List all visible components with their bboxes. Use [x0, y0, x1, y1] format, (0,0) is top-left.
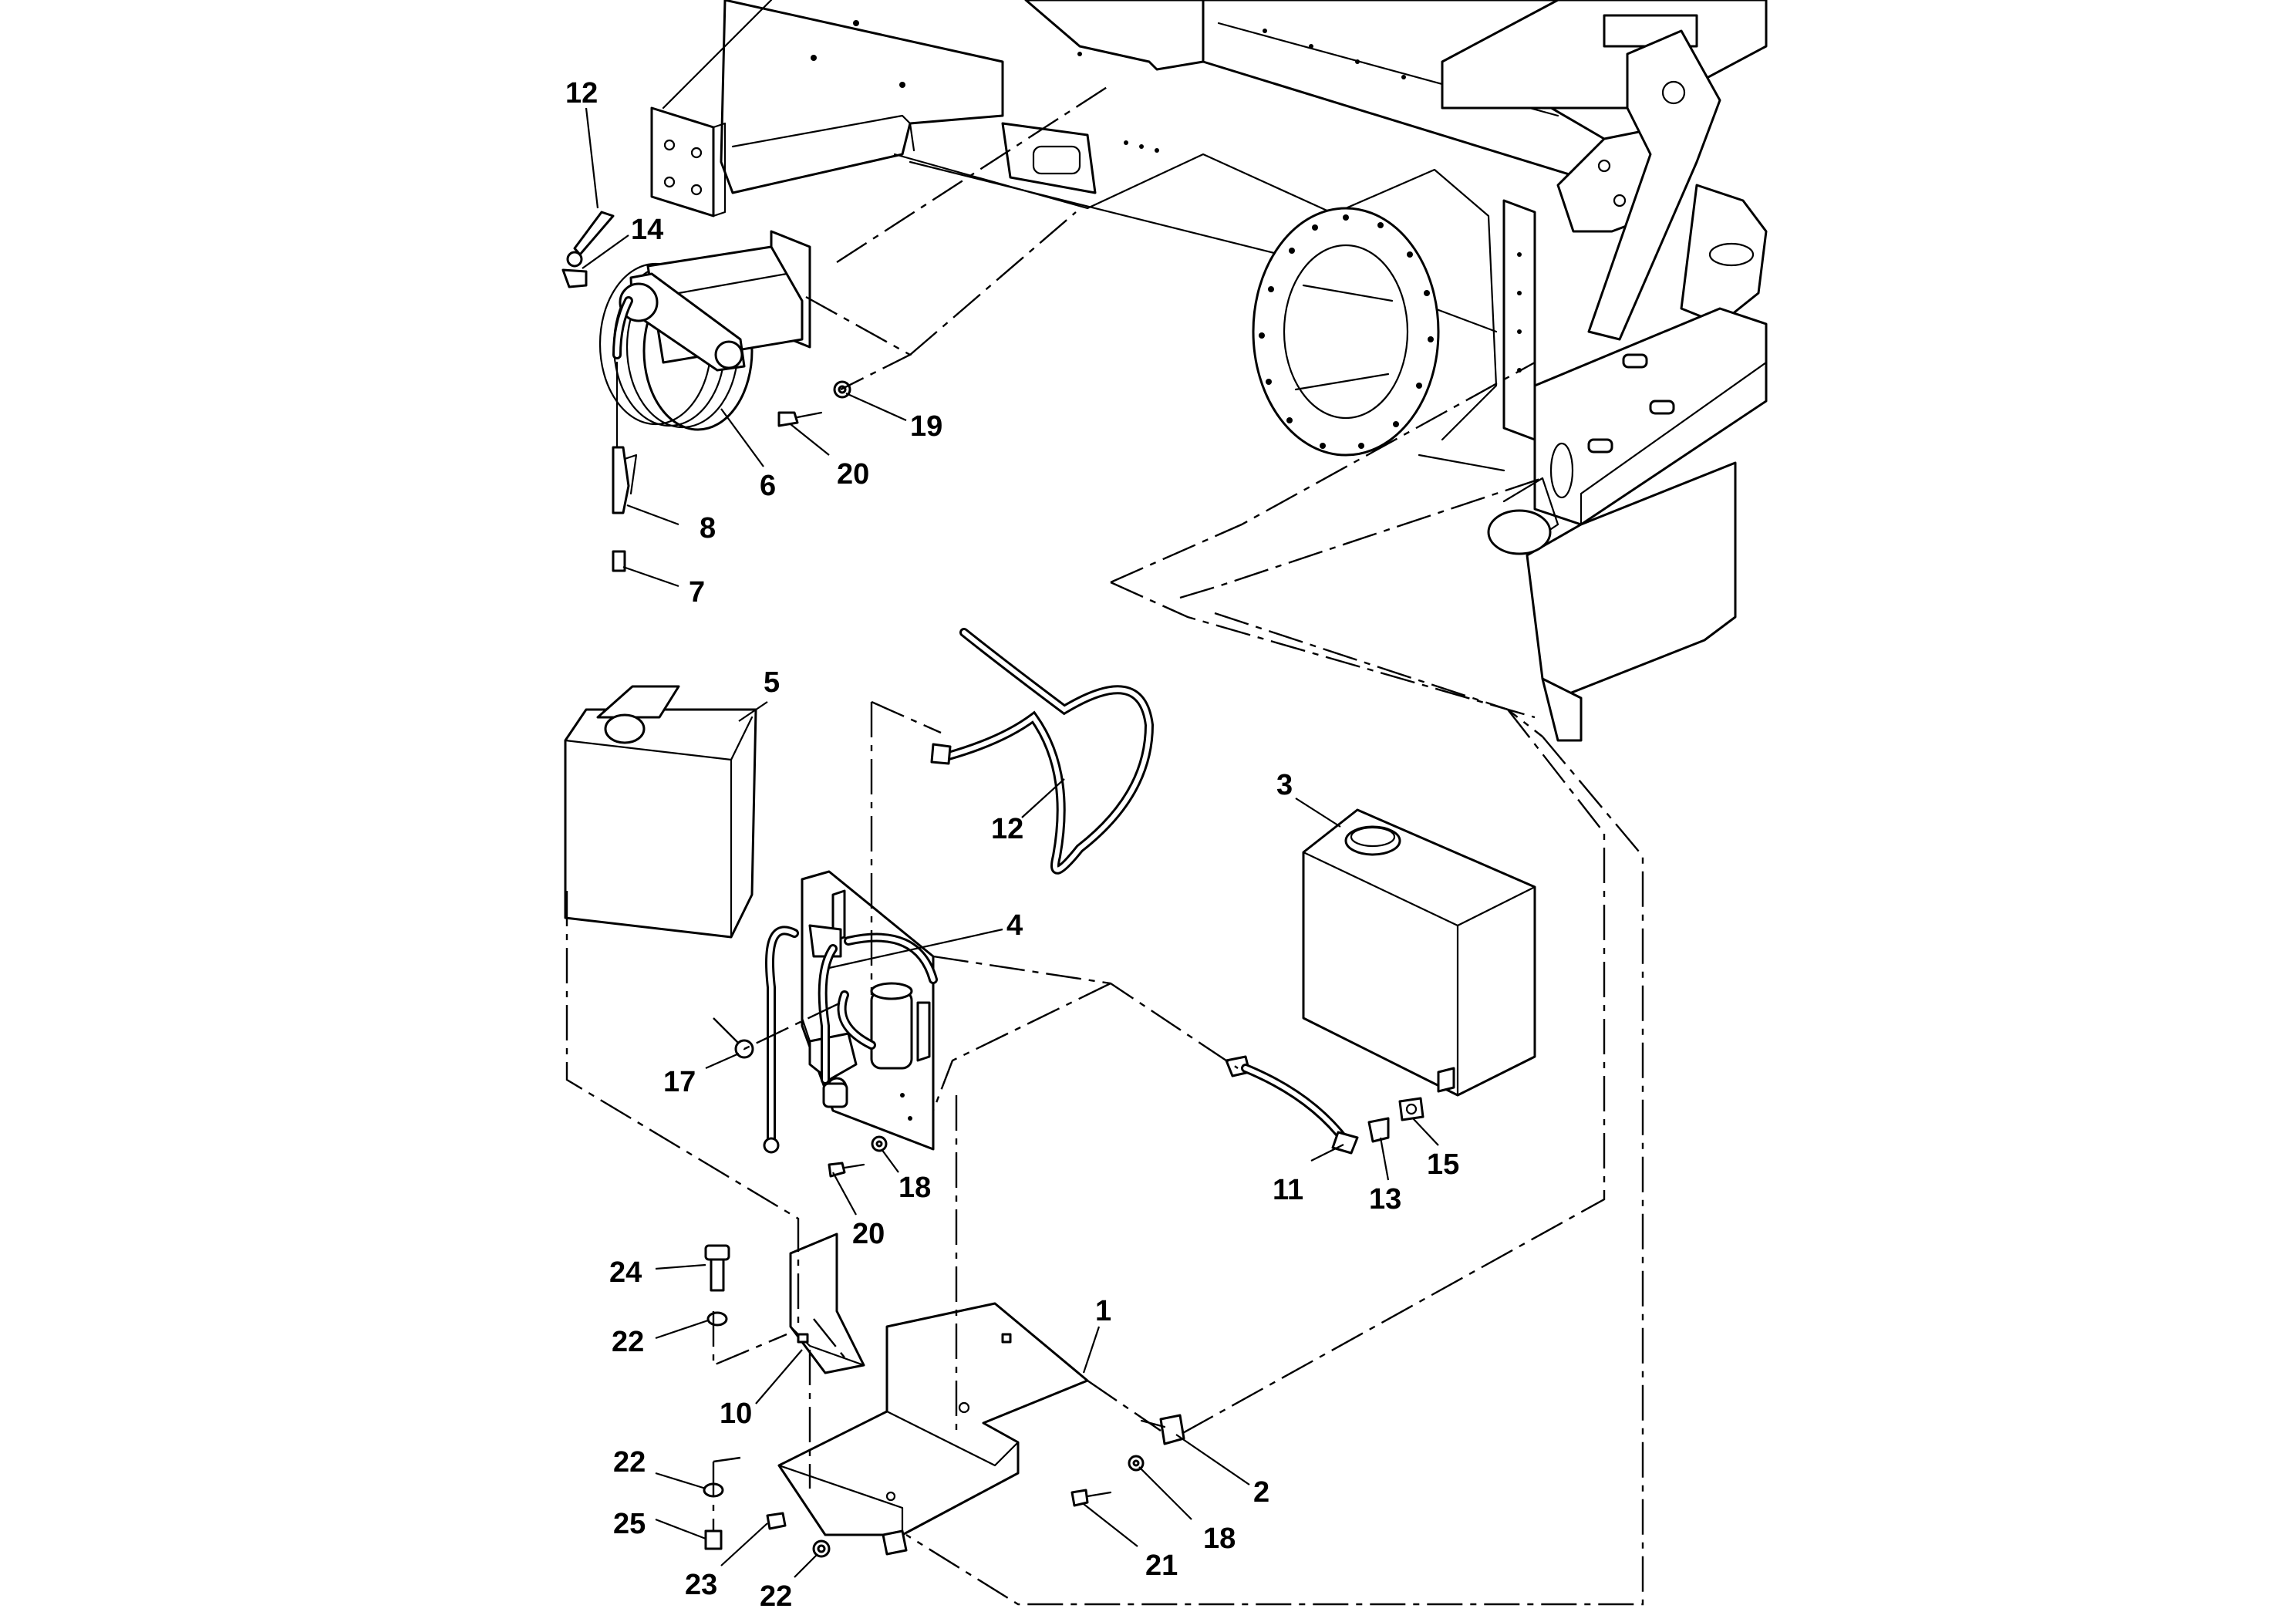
callout-6: 6 — [760, 470, 776, 502]
callout-12-mid: 12 — [991, 813, 1023, 845]
callout-4: 4 — [1006, 909, 1023, 942]
callout-1: 1 — [1095, 1295, 1111, 1327]
machine-frame — [650, 0, 1768, 742]
callout-18-mid: 18 — [899, 1172, 931, 1204]
callout-2: 2 — [1253, 1476, 1269, 1509]
callout-11: 11 — [1273, 1174, 1303, 1206]
callout-18-bot: 18 — [1203, 1523, 1236, 1555]
hose-12 — [930, 628, 1155, 875]
hose-reel-assembly — [561, 211, 851, 572]
callout-13: 13 — [1369, 1183, 1401, 1216]
callout-22-b: 22 — [613, 1446, 646, 1479]
callout-8: 8 — [700, 512, 716, 545]
callout-22-a: 22 — [612, 1326, 644, 1358]
tank-3 — [1302, 808, 1536, 1097]
callout-20-top: 20 — [837, 458, 869, 491]
base-plate-1 — [703, 1233, 1185, 1558]
leader-lines — [582, 107, 1439, 1578]
callout-25: 25 — [613, 1508, 646, 1540]
callout-3: 3 — [1276, 769, 1293, 801]
hose-11-fittings — [1225, 1055, 1424, 1155]
callout-17: 17 — [663, 1066, 696, 1098]
pump-unit-4 — [734, 870, 938, 1178]
callout-10: 10 — [720, 1398, 752, 1430]
phantom-lines — [565, 83, 1644, 1606]
callout-5: 5 — [764, 666, 780, 699]
callout-19: 19 — [910, 410, 942, 443]
callout-12-top: 12 — [565, 77, 598, 110]
callout-14: 14 — [631, 214, 663, 246]
callout-21: 21 — [1145, 1549, 1178, 1582]
callouts: 12 14 19 20 6 8 7 5 12 3 4 17 18 20 11 1… — [565, 77, 1459, 1613]
callout-7: 7 — [689, 576, 705, 609]
callout-22-c: 22 — [760, 1580, 792, 1613]
callout-24: 24 — [609, 1256, 642, 1289]
callout-15: 15 — [1427, 1148, 1459, 1181]
callout-20-mid: 20 — [852, 1218, 885, 1250]
tank-5 — [564, 685, 757, 939]
callout-23: 23 — [685, 1569, 717, 1601]
